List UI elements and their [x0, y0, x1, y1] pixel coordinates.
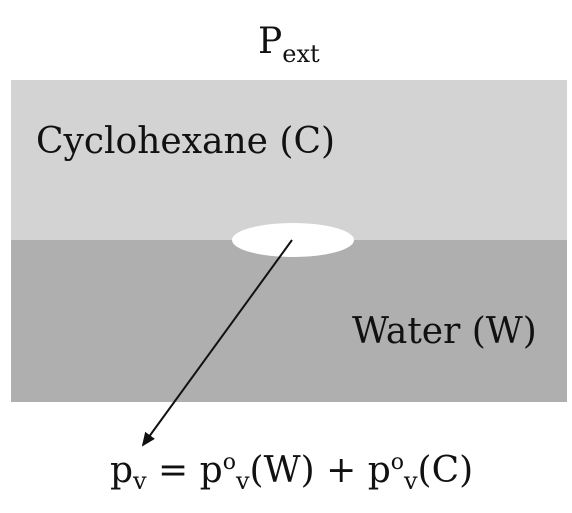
equation-lhs-subscript: v [133, 467, 147, 495]
equation-term1-symbol: p [199, 450, 223, 491]
cyclohexane-label: Cyclohexane (C) [36, 121, 336, 162]
vapor-bubble [232, 223, 354, 257]
equation-term1-superscript: o [222, 450, 236, 475]
bubble-to-equation-arrow [141, 239, 293, 447]
equation-term2-superscript: o [390, 450, 404, 475]
equation-lhs-symbol: p [110, 450, 134, 491]
vapor-pressure-equation: pv = pov(W) + pov(C) [110, 450, 474, 495]
external-pressure-subscript: ext [282, 40, 320, 68]
cyclohexane-layer [11, 80, 567, 240]
equation-plus: + [314, 450, 368, 491]
water-label: Water (W) [352, 311, 537, 352]
equation-equals: = [146, 450, 200, 491]
equation-term2-argument: (C) [417, 450, 474, 491]
equation-term2-symbol: p [367, 450, 391, 491]
equation-term1-argument: (W) [249, 450, 315, 491]
external-pressure-symbol: P [258, 21, 283, 62]
equation-term2-subscript: v [403, 467, 418, 495]
external-pressure-label: Pext [258, 21, 320, 68]
equation-term1-subscript: v [235, 467, 250, 495]
water-layer [11, 240, 567, 402]
